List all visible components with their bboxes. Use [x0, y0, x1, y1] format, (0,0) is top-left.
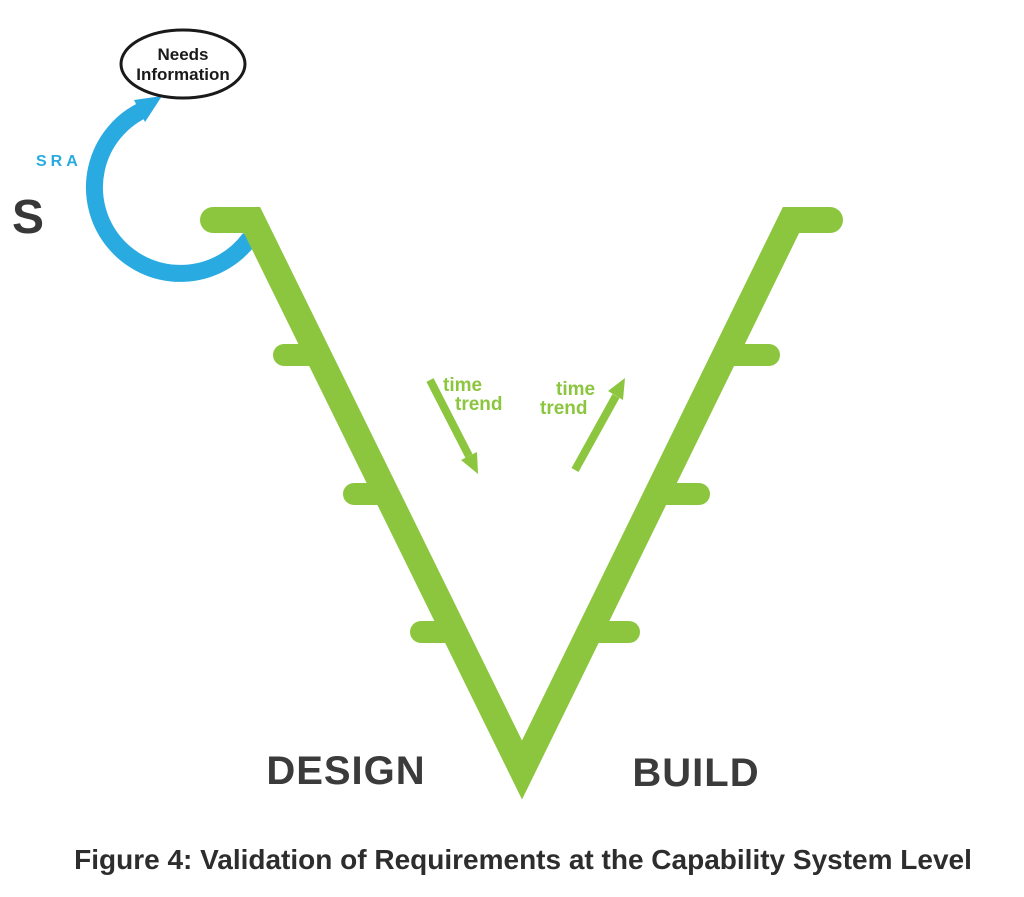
time-trend-left-label-line2: trend	[455, 394, 503, 415]
time-trend-up-arrow	[571, 394, 620, 472]
sra-label: SRA	[36, 153, 82, 170]
s-label: S	[12, 191, 44, 244]
figure-caption: Figure 4: Validation of Requirements at …	[74, 844, 972, 875]
time-trend-down-arrowhead-icon	[461, 452, 478, 474]
sra-arrowhead-icon	[134, 96, 162, 122]
time-trend-left-label-line1: time	[443, 375, 482, 396]
time-trend-right-label-line2: trend	[540, 398, 588, 419]
v-model-shape	[200, 207, 843, 800]
sra-feedback-loop-arrow	[85, 102, 257, 282]
time-trend-down-arrow	[426, 378, 473, 458]
needs-information-label-line2: Information	[136, 65, 230, 84]
build-phase-label: BUILD	[632, 751, 759, 795]
needs-information-label-line1: Needs	[157, 45, 208, 64]
design-phase-label: DESIGN	[266, 749, 425, 793]
time-trend-up-arrowhead-icon	[608, 378, 625, 400]
needs-information-bubble	[119, 28, 247, 100]
time-trend-right-label-line1: time	[556, 379, 595, 400]
